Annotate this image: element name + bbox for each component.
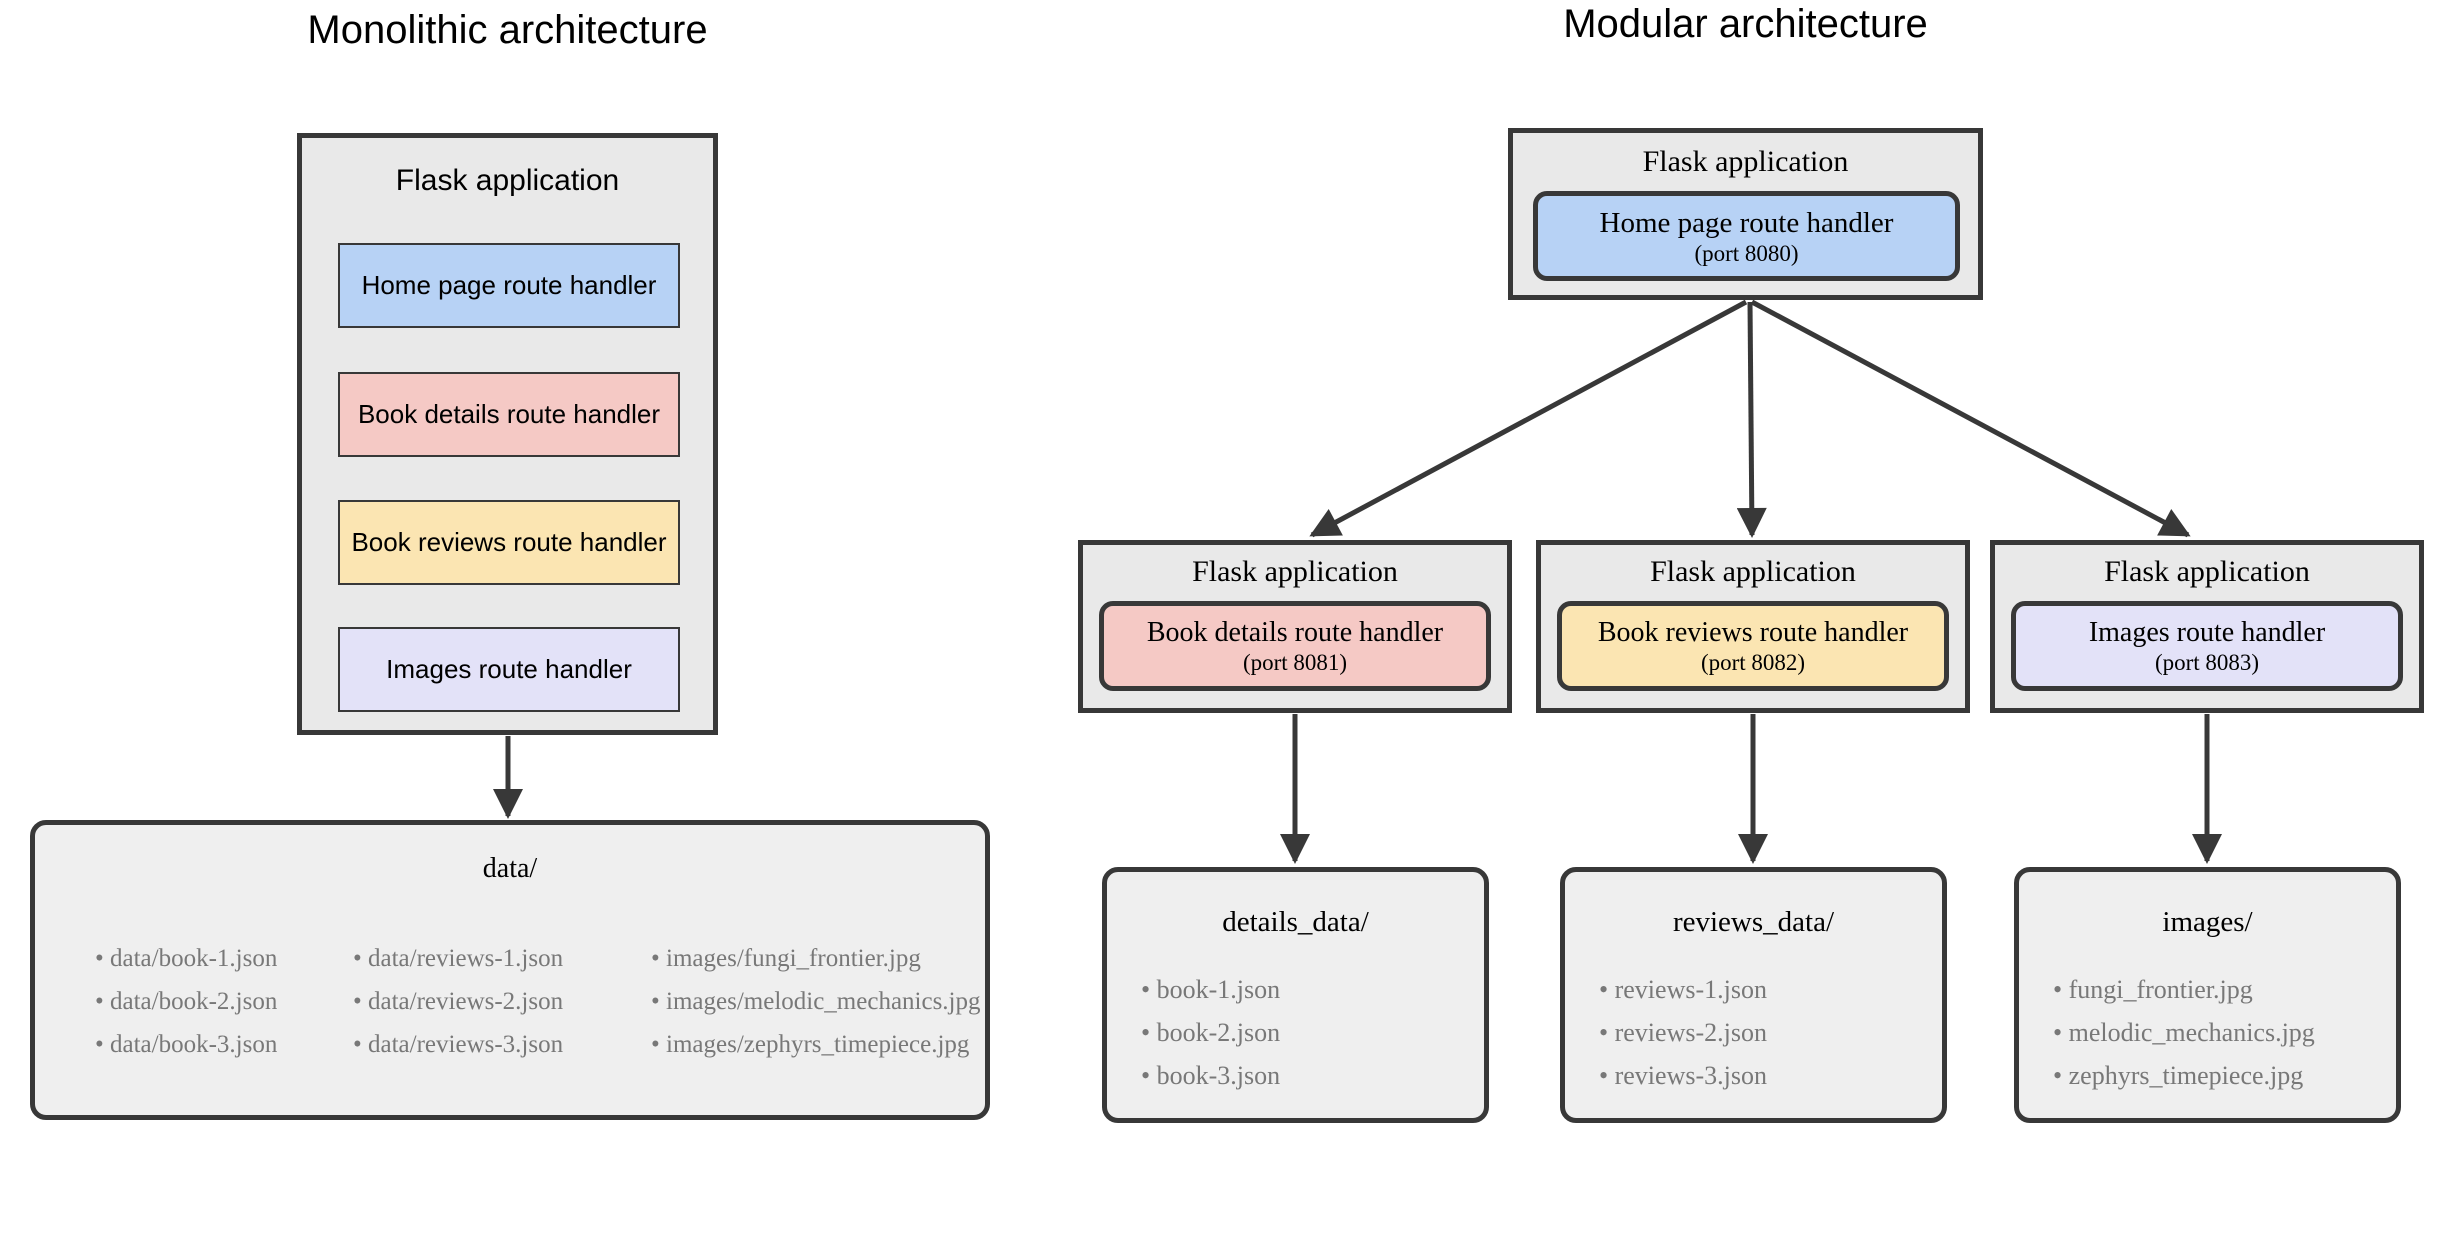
flask-app-label: Flask application — [2104, 555, 2310, 588]
data-file-column-images: images/fungi_frontier.jpg images/melodic… — [651, 937, 981, 1066]
book-reviews-route-handler-box: Book reviews route handler (port 8082) — [1557, 601, 1949, 691]
data-file-column-books: data/book-1.json data/book-2.json data/b… — [95, 937, 277, 1066]
file-item: melodic_mechanics.jpg — [2053, 1011, 2315, 1054]
file-item: data/reviews-2.json — [353, 980, 563, 1023]
book-reviews-route-handler-box: Book reviews route handler — [338, 500, 680, 585]
file-item: data/reviews-1.json — [353, 937, 563, 980]
data-directory-panel: data/ data/book-1.json data/book-2.json … — [30, 820, 990, 1120]
modular-root-flask-app-box: Flask application Home page route handle… — [1508, 128, 1983, 300]
file-item: zephyrs_timepiece.jpg — [2053, 1054, 2315, 1097]
home-page-route-handler-box: Home page route handler — [338, 243, 680, 328]
file-item: reviews-3.json — [1599, 1054, 1767, 1097]
handler-label: Images route handler — [2088, 617, 2326, 648]
handler-label: Book reviews route handler — [1597, 617, 1909, 648]
arrow-root-to-reviews-app — [1736, 301, 1767, 538]
file-item: images/zephyrs_timepiece.jpg — [651, 1023, 981, 1066]
file-item: data/book-3.json — [95, 1023, 277, 1066]
file-item: reviews-2.json — [1599, 1011, 1767, 1054]
monolithic-flask-app-box: Flask application Home page route handle… — [297, 133, 718, 735]
handler-label: Book details route handler — [1146, 617, 1444, 648]
file-item: data/book-1.json — [95, 937, 277, 980]
file-item: reviews-1.json — [1599, 968, 1767, 1011]
flask-app-label: Flask application — [395, 164, 620, 197]
data-file-column-reviews: data/reviews-1.json data/reviews-2.json … — [353, 937, 563, 1066]
images-route-handler-box: Images route handler (port 8083) — [2011, 601, 2403, 691]
book-details-route-handler-box: Book details route handler — [338, 372, 680, 457]
reviews-data-file-list: reviews-1.json reviews-2.json reviews-3.… — [1599, 968, 1767, 1097]
reviews-data-panel: reviews_data/ reviews-1.json reviews-2.j… — [1560, 867, 1947, 1123]
images-data-title: images/ — [2162, 906, 2253, 938]
file-item: book-1.json — [1141, 968, 1281, 1011]
details-flask-app-box: Flask application Book details route han… — [1078, 540, 1512, 713]
handler-label: Home page route handler — [1599, 206, 1894, 239]
details-data-title: details_data/ — [1222, 906, 1369, 938]
images-flask-app-box: Flask application Images route handler (… — [1990, 540, 2424, 713]
file-item: images/fungi_frontier.jpg — [651, 937, 981, 980]
home-page-route-handler-box: Home page route handler (port 8080) — [1533, 191, 1960, 281]
arrow-root-to-details-app — [1309, 299, 1748, 538]
arrow-root-to-images-app — [1750, 299, 2191, 538]
file-item: images/melodic_mechanics.jpg — [651, 980, 981, 1023]
file-item: fungi_frontier.jpg — [2053, 968, 2315, 1011]
file-item: data/book-2.json — [95, 980, 277, 1023]
reviews-flask-app-box: Flask application Book reviews route han… — [1536, 540, 1970, 713]
modular-title: Modular architecture — [1563, 2, 1928, 46]
flask-app-label: Flask application — [1650, 555, 1856, 588]
reviews-data-title: reviews_data/ — [1672, 906, 1835, 938]
details-data-file-list: book-1.json book-2.json book-3.json — [1141, 968, 1281, 1097]
handler-port: (port 8080) — [1694, 240, 1799, 266]
images-data-file-list: fungi_frontier.jpg melodic_mechanics.jpg… — [2053, 968, 2315, 1097]
monolithic-title: Monolithic architecture — [307, 8, 708, 52]
handler-port: (port 8083) — [2154, 650, 2260, 675]
file-item: book-3.json — [1141, 1054, 1281, 1097]
images-data-panel: images/ fungi_frontier.jpg melodic_mecha… — [2014, 867, 2401, 1123]
handler-port: (port 8082) — [1700, 650, 1806, 675]
details-data-panel: details_data/ book-1.json book-2.json bo… — [1102, 867, 1489, 1123]
handler-port: (port 8081) — [1242, 650, 1348, 675]
file-item: data/reviews-3.json — [353, 1023, 563, 1066]
book-details-route-handler-box: Book details route handler (port 8081) — [1099, 601, 1491, 691]
data-directory-title: data/ — [482, 853, 538, 884]
file-item: book-2.json — [1141, 1011, 1281, 1054]
flask-app-label: Flask application — [1642, 145, 1849, 178]
flask-app-label: Flask application — [1192, 555, 1398, 588]
images-route-handler-box: Images route handler — [338, 627, 680, 712]
